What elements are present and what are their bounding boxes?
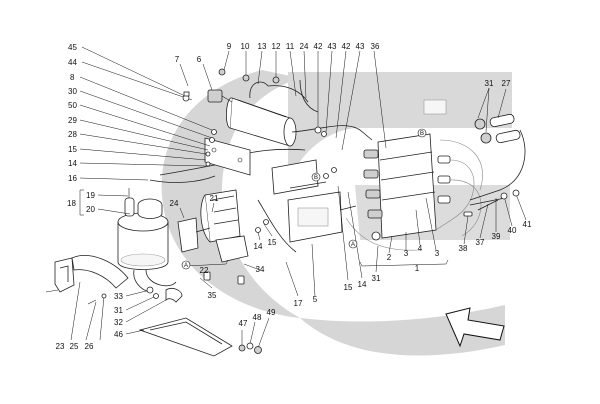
part-number: 12 [272,42,281,51]
part-number: 25 [70,342,79,351]
part-number: 11 [286,42,295,51]
ref-letter-b-center: B [314,175,318,181]
reference-letters: A A B B [181,128,427,270]
part-number: 18 [67,199,76,208]
part-number: 3 [435,249,440,258]
part-number: 49 [267,308,276,317]
part-number: 46 [114,330,123,339]
part-number: 16 [68,174,77,183]
part-number: 6 [197,55,202,64]
part-number: 7 [175,55,180,64]
ref-letter-a-left: A [184,263,188,269]
part-number: 36 [371,42,380,51]
part-number: 31 [372,274,381,283]
part-number: 31 [485,79,494,88]
part-number: 23 [56,342,65,351]
reservoir-bracket [45,255,129,293]
part-number: 27 [502,79,511,88]
accumulator-cylinder [207,81,297,147]
part-number: 15 [268,238,277,247]
part-number: 37 [476,238,485,247]
part-number: 19 [86,191,95,200]
part-number: 10 [241,42,250,51]
part-number: 24 [300,42,309,51]
part-number: 33 [114,292,123,301]
valve-block [345,99,483,251]
direction-arrow [445,307,505,348]
part-number: 15 [344,283,353,292]
part-number: 3 [404,249,409,258]
part-number: 41 [523,220,532,229]
part-number: 30 [68,87,77,96]
part-number: 24 [170,199,179,208]
oil-reservoir-tank [117,188,177,293]
part-number: 26 [85,342,94,351]
part-number: 13 [258,42,267,51]
part-number: 42 [342,42,351,51]
part-number: 48 [253,313,262,322]
cover-plate [138,317,233,357]
part-number: 17 [294,299,303,308]
part-number: 4 [418,244,423,253]
part-number: 45 [68,43,77,52]
ref-letter-a-mid: A [351,242,355,248]
part-number-callouts: 45 44 8 30 50 29 28 15 14 16 19 18 20 7 … [56,42,532,351]
part-number: 14 [68,159,77,168]
part-number: 21 [210,194,219,203]
part-number: 5 [313,295,318,304]
part-number: 39 [492,232,501,241]
part-number: 44 [68,58,77,67]
part-number: 43 [356,42,365,51]
part-number: 35 [208,291,217,300]
right-side-pipes [469,113,526,211]
part-number: 29 [68,116,77,125]
ref-letter-b-valve: B [420,131,424,137]
part-number: 47 [239,319,248,328]
part-number: 22 [200,266,209,275]
part-number: 31 [114,306,123,315]
part-number: 42 [314,42,323,51]
part-number: 38 [459,244,468,253]
part-number: 2 [387,253,392,262]
hardware-fasteners [87,68,520,354]
part-number: 43 [328,42,337,51]
part-number: 1 [415,264,420,273]
part-number: 28 [68,130,77,139]
part-number: 50 [68,101,77,110]
part-number: 32 [114,318,123,327]
part-number: 34 [256,265,265,274]
part-number: 40 [508,226,517,235]
part-number: 14 [254,242,263,251]
center-bracket-plates [257,159,357,253]
part-number: 8 [70,73,75,82]
part-number: 14 [358,280,367,289]
part-number: 9 [227,42,232,51]
part-number: 15 [68,145,77,154]
leader-lines [70,46,527,349]
part-number: 20 [86,205,95,214]
